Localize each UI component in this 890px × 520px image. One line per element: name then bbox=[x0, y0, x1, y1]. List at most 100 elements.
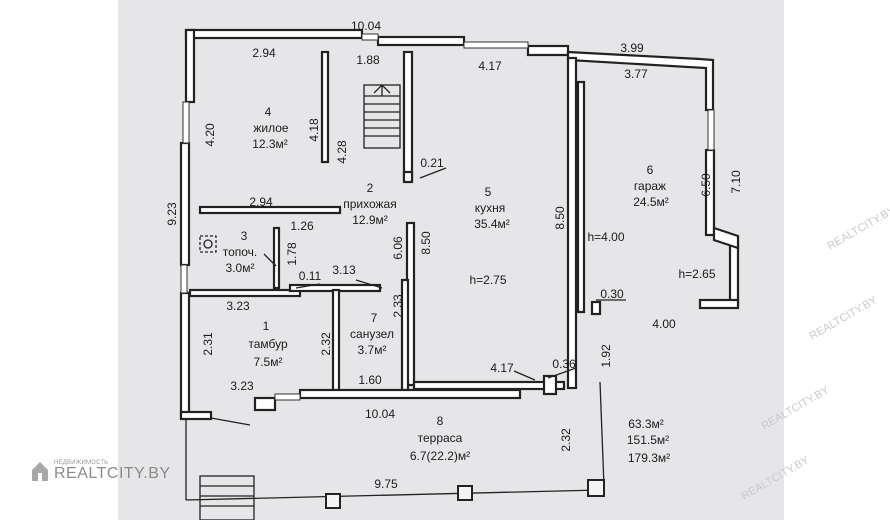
window-kitchen-top bbox=[463, 41, 529, 49]
dim-small-036: 0.36 bbox=[552, 357, 576, 371]
wall-right-column bbox=[542, 374, 558, 396]
dim-kitchen-850-left: 8.50 bbox=[419, 231, 433, 255]
room-3-area: 3.0м² bbox=[226, 261, 255, 275]
wall-top-left bbox=[184, 28, 364, 40]
watermark-main-text: REALTCITY.BY bbox=[54, 465, 171, 482]
wall-garage-inner bbox=[576, 80, 586, 314]
dim-room4-top: 2.94 bbox=[252, 46, 276, 60]
dim-garage-outer: 3.99 bbox=[620, 41, 644, 55]
watermark-diag-1: REALTCITY.BY bbox=[808, 294, 880, 343]
watermark-logo: НЕДВИЖИМОСТЬ REALTCITY.BY bbox=[30, 460, 171, 482]
dim-room2-top: 2.94 bbox=[249, 195, 273, 209]
dim-garage-inner: 3.77 bbox=[624, 67, 648, 81]
area-totals: 63.3м² 151.5м² 179.3м² bbox=[627, 417, 670, 465]
room-2-name: прихожая bbox=[343, 197, 396, 211]
watermark-diag-4: REALTCITY.BY bbox=[826, 204, 890, 253]
room-labels: 4 жилое 12.3м² 2 прихожая 12.9м² 5 кухня… bbox=[223, 105, 669, 463]
dim-room7-233: 2.33 bbox=[391, 294, 405, 318]
terrace-posts bbox=[325, 479, 605, 509]
total-1: 63.3м² bbox=[628, 417, 664, 431]
dim-kitchen-top: 4.17 bbox=[478, 59, 502, 73]
wall-left-upper bbox=[184, 28, 196, 104]
wall-garage-bottom bbox=[698, 298, 740, 310]
wall-bottom-left bbox=[179, 410, 213, 421]
wall-room4-right bbox=[320, 50, 330, 164]
window-garage-right bbox=[707, 109, 715, 151]
wall-room3-right bbox=[272, 226, 281, 290]
room-1-number: 1 bbox=[263, 319, 270, 333]
wall-stair-right bbox=[402, 50, 414, 182]
watermark-diag-2: REALTCITY.BY bbox=[760, 384, 832, 433]
dim-room4-left: 4.20 bbox=[203, 123, 217, 147]
dim-kitchen-bottom-417: 4.17 bbox=[490, 361, 514, 375]
room-8-name: терраса bbox=[418, 431, 463, 445]
room-6-name: гараж bbox=[634, 179, 666, 193]
dim-garage-030: 0.30 bbox=[600, 287, 624, 301]
windows bbox=[180, 33, 715, 401]
dim-garage-650: 6.50 bbox=[699, 173, 713, 197]
dim-room3-126: 1.26 bbox=[290, 219, 314, 233]
boiler-icon bbox=[199, 235, 217, 253]
dim-bottom-1004: 10.04 bbox=[365, 407, 395, 421]
window-left bbox=[182, 101, 190, 144]
dimension-labels: 10.04 2.94 1.88 4.17 3.99 3.77 9.23 4.20… bbox=[165, 19, 743, 491]
dim-room1-323-top: 3.23 bbox=[226, 299, 250, 313]
room-8-area: 6.7(22.2)м² bbox=[410, 449, 470, 463]
dim-room1-231: 2.31 bbox=[201, 332, 215, 356]
wall-kitchen-bottom bbox=[412, 380, 566, 391]
room-3-name: топоч. bbox=[223, 245, 258, 259]
dim-stairs-top: 1.88 bbox=[356, 53, 380, 67]
wall-room3-bottom bbox=[188, 288, 302, 298]
wall-garage-right-b bbox=[728, 240, 740, 306]
wall-top-kitchen bbox=[526, 44, 570, 57]
window-left-lower bbox=[180, 264, 188, 294]
dim-stairs-side: 4.28 bbox=[335, 140, 349, 164]
room-5-name: кухня bbox=[475, 201, 506, 215]
dim-terrace-232: 2.32 bbox=[559, 428, 573, 452]
dim-room2-606: 6.06 bbox=[391, 236, 405, 260]
wall-room1-divider bbox=[331, 288, 341, 392]
plan-paper bbox=[118, 0, 784, 520]
dim-small-021: 0.21 bbox=[420, 156, 444, 170]
room-1-area: 7.5м² bbox=[254, 355, 283, 369]
watermark-diag-3: REALTCITY.BY bbox=[740, 454, 812, 503]
wall-pillar bbox=[402, 170, 414, 184]
wall-kitchen-right bbox=[566, 56, 578, 390]
room-4-name: жилое bbox=[253, 121, 289, 135]
room-7-area: 3.7м² bbox=[358, 343, 387, 357]
dim-garage-400: 4.00 bbox=[652, 317, 676, 331]
dim-top-total: 10.04 bbox=[351, 19, 381, 33]
wall-bottom-door bbox=[253, 396, 277, 412]
watermark-diagonal: REALTCITY.BY REALTCITY.BY REALTCITY.BY R… bbox=[740, 204, 890, 503]
room-7-number: 7 bbox=[371, 311, 378, 325]
room-4-number: 4 bbox=[265, 105, 272, 119]
dim-kitchen-850-right: 8.50 bbox=[553, 206, 567, 230]
dim-room1-232: 2.32 bbox=[319, 332, 333, 356]
house-icon bbox=[32, 462, 48, 481]
terrace-steps bbox=[199, 475, 255, 520]
total-2: 151.5м² bbox=[627, 433, 669, 447]
window-bottom bbox=[274, 393, 301, 401]
dim-left-total: 9.23 bbox=[165, 202, 179, 226]
room-6-number: 6 bbox=[647, 163, 654, 177]
room-2-area: 12.9м² bbox=[352, 213, 388, 227]
room-2-number: 2 bbox=[367, 181, 374, 195]
dim-side-192: 1.92 bbox=[599, 344, 613, 368]
wall-garage-right-corner bbox=[712, 226, 740, 250]
dim-room3-178: 1.78 bbox=[285, 242, 299, 266]
dim-garage-710: 7.10 bbox=[729, 170, 743, 194]
wall-top-mid bbox=[376, 35, 466, 47]
wall-room2-top bbox=[198, 205, 342, 215]
dim-room7-160: 1.60 bbox=[358, 373, 382, 387]
room-5-number: 5 bbox=[485, 185, 492, 199]
dim-room2-313: 3.13 bbox=[332, 263, 356, 277]
total-3: 179.3м² bbox=[628, 451, 670, 465]
room-1-name: тамбур bbox=[248, 337, 288, 351]
window-top bbox=[361, 33, 379, 41]
wall-bottom-mid bbox=[298, 388, 522, 400]
watermark-small-text: НЕДВИЖИМОСТЬ bbox=[54, 460, 109, 466]
wall-left-lower bbox=[179, 291, 191, 420]
room-6-area: 24.5м² bbox=[633, 195, 669, 209]
room-3-number: 3 bbox=[241, 229, 248, 243]
